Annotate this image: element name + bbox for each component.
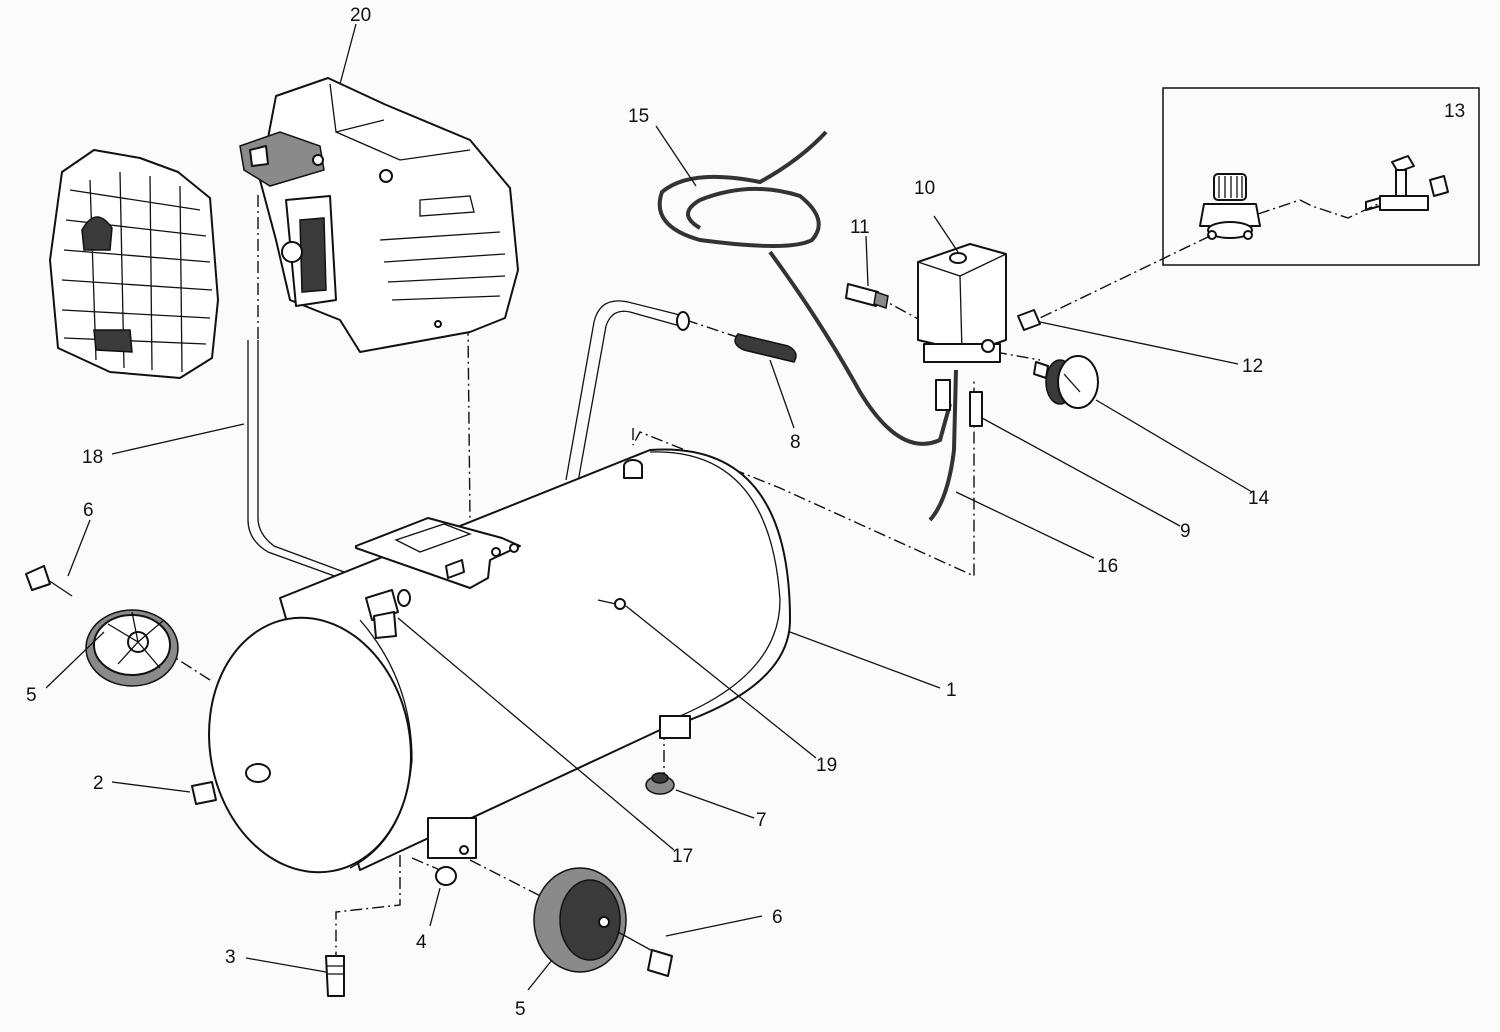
pressure-gauge [1033, 355, 1099, 409]
callout-5-bottom: 5 [515, 999, 526, 1020]
callout-1: 1 [946, 680, 957, 701]
callout-5-left: 5 [26, 685, 37, 706]
wheel-left [85, 609, 179, 687]
handle-grip [734, 333, 797, 363]
regulator-assembly-inset [1162, 87, 1480, 266]
unloader-valve [845, 283, 889, 309]
power-cord [657, 130, 958, 522]
callout-10: 10 [914, 178, 935, 199]
callout-8: 8 [790, 432, 801, 453]
air-tank [208, 448, 791, 874]
wheel-right [533, 867, 627, 973]
callout-4: 4 [416, 932, 427, 953]
rubber-foot [435, 866, 457, 886]
shroud-cover [49, 149, 219, 379]
outlet-tube [247, 340, 361, 599]
callout-7: 7 [756, 810, 767, 831]
callout-20: 20 [350, 5, 371, 26]
connector-fitting [969, 391, 983, 427]
callout-6-left: 6 [83, 500, 94, 521]
axle-bolt-right [617, 931, 673, 977]
callout-12: 12 [1242, 356, 1263, 377]
callout-14: 14 [1248, 488, 1270, 509]
motor-pump-assembly [239, 77, 519, 353]
drain-valve-fitting [1365, 155, 1449, 211]
callout-16: 16 [1097, 556, 1118, 577]
callout-11: 11 [850, 217, 870, 238]
drain-valve [325, 955, 345, 997]
outlet-fitting [1017, 309, 1041, 331]
axle-bolt-left [25, 565, 73, 597]
tank-drain-knob [645, 772, 675, 795]
callout-15: 15 [628, 106, 649, 127]
callout-labels: 1 2 3 4 5 5 6 6 7 8 9 10 11 12 13 14 15 … [26, 5, 1465, 1020]
callout-13: 13 [1444, 101, 1465, 122]
callout-9: 9 [1180, 521, 1191, 542]
callout-18: 18 [82, 447, 103, 468]
callout-2: 2 [93, 773, 104, 794]
regulator-knob [1199, 173, 1261, 240]
drain-plug [191, 781, 217, 805]
check-valve [365, 589, 411, 639]
leader-lines [45, 23, 1253, 991]
tank-handle [565, 300, 690, 483]
callout-19: 19 [816, 755, 837, 776]
pressure-switch [917, 243, 1007, 411]
callout-3: 3 [225, 947, 236, 968]
screw [597, 598, 626, 610]
callout-6-right: 6 [772, 907, 783, 928]
mounting-bracket [355, 517, 521, 589]
callout-17: 17 [672, 846, 693, 867]
